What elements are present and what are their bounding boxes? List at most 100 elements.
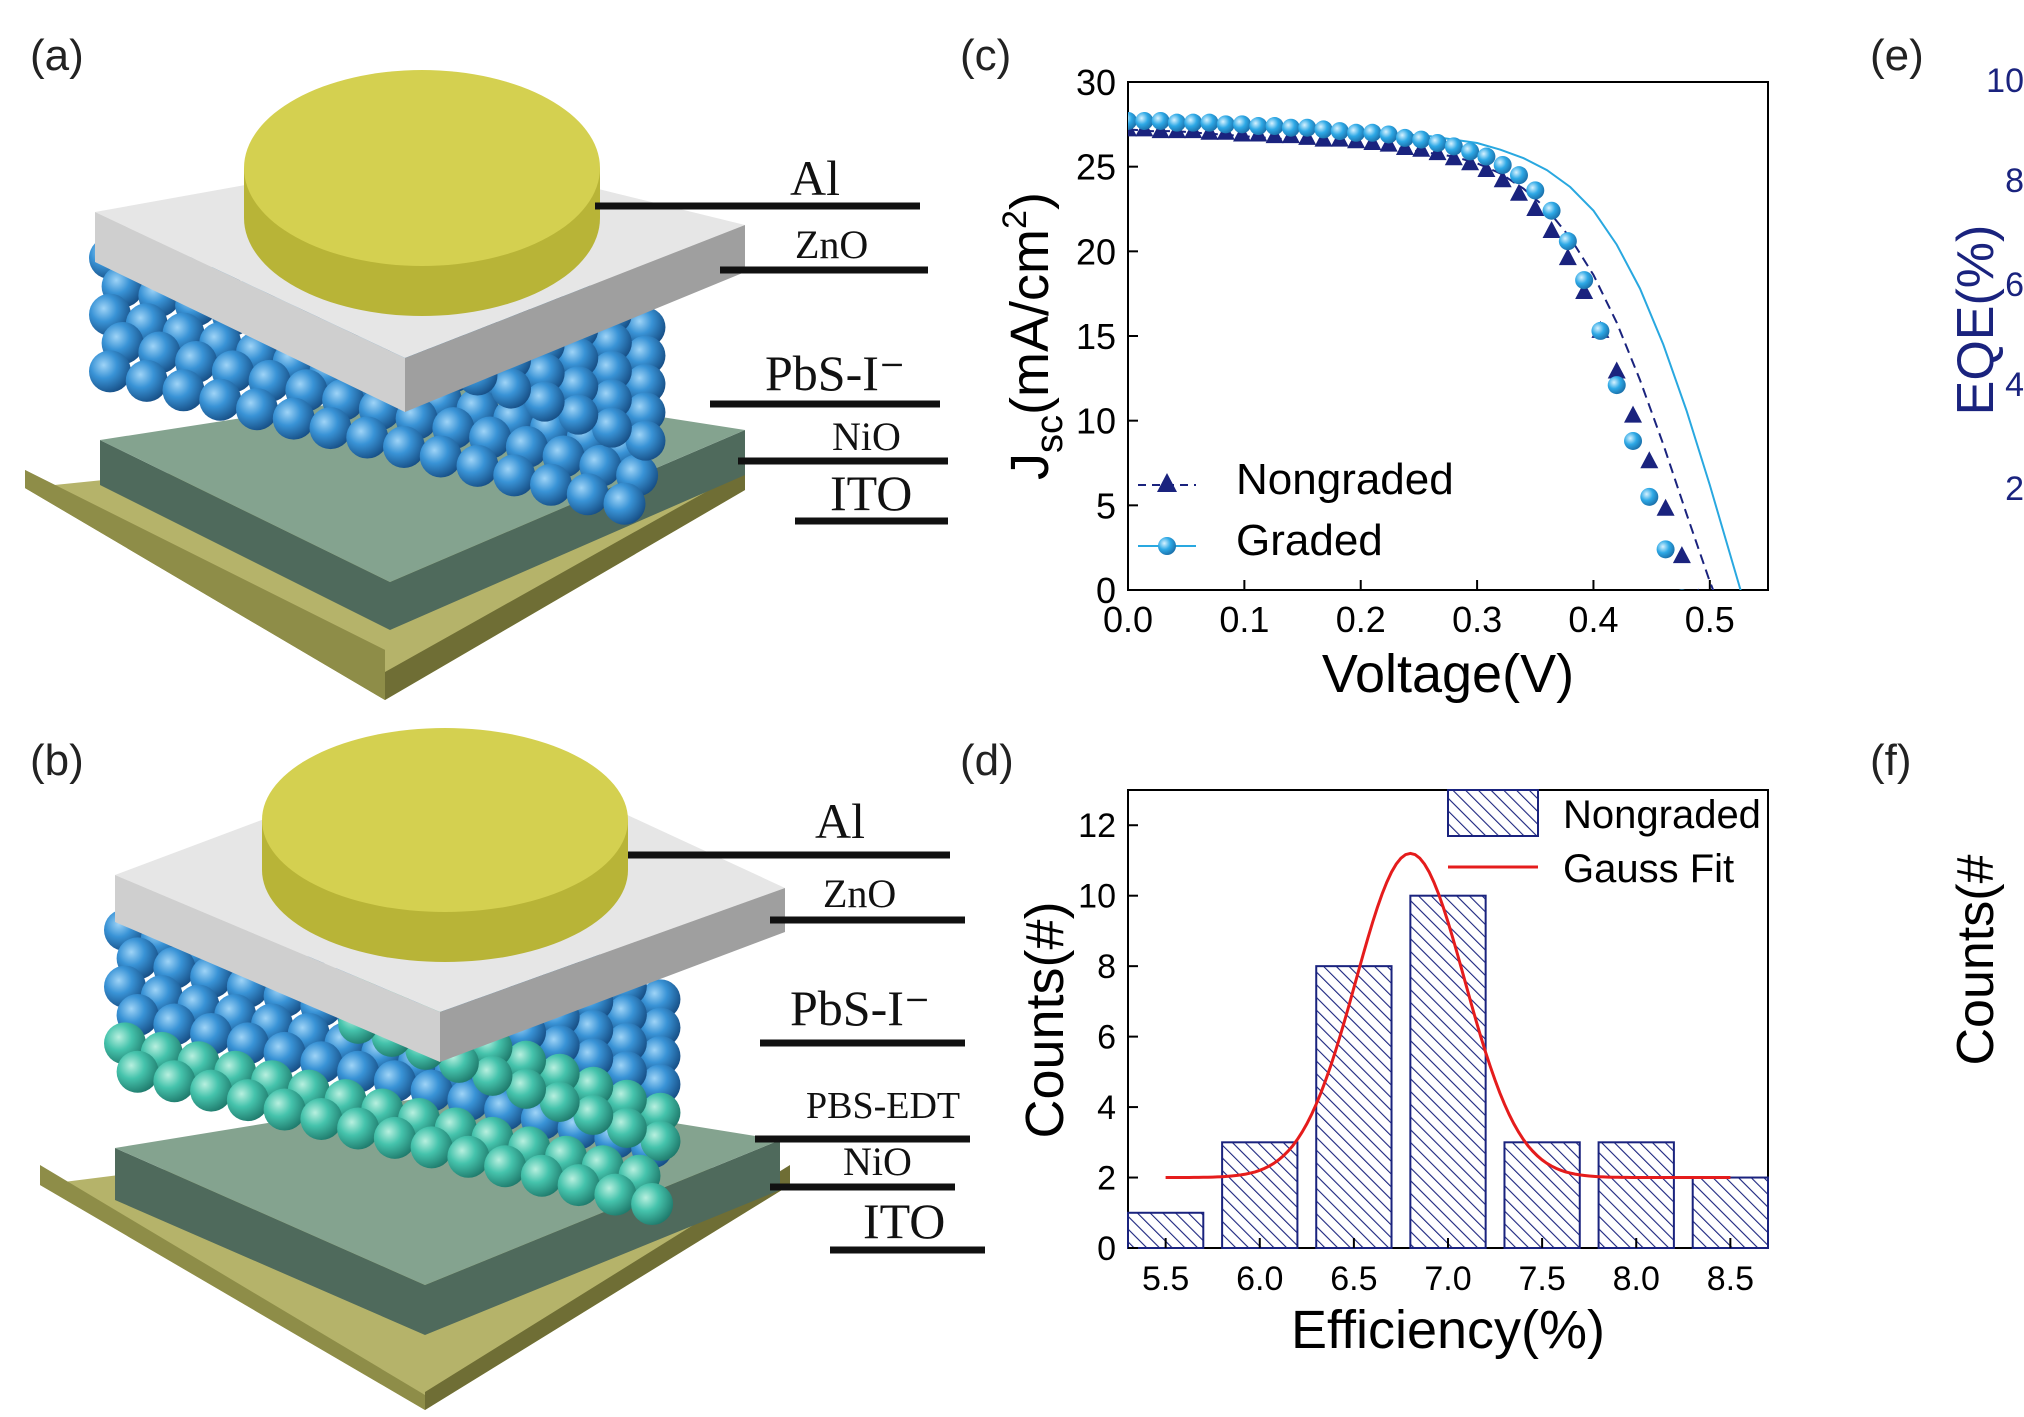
data-point-graded (1624, 431, 1643, 450)
pbs-edt-dot (640, 1121, 681, 1162)
ito-substrate-left (40, 1165, 425, 1410)
pbs-edt-dot (190, 1069, 233, 1112)
pbs-edt-dot (520, 1154, 563, 1197)
data-point-graded (1184, 113, 1203, 132)
x-tick-label: 5.5 (1142, 1260, 1189, 1298)
x-tick-label: 8.0 (1613, 1260, 1660, 1298)
layer-label-pbs: PbS-I⁻ (790, 980, 930, 1036)
pbs-dot (493, 454, 536, 497)
y-tick-label: 0 (1097, 1230, 1116, 1268)
pbs-edt-dot (153, 1060, 196, 1103)
pbs-dot (558, 338, 599, 378)
counts-chart-partial: Counts(# (1947, 854, 2005, 1065)
legend: Nongraded Gauss Fit (1447, 789, 1761, 891)
x-axis-label: Efficiency(%) (1291, 1300, 1605, 1360)
x-tick-label: 0.4 (1568, 599, 1618, 640)
pbs-dot (591, 379, 632, 420)
pbs-dot (236, 388, 278, 431)
data-point-graded (1265, 117, 1284, 136)
data-point-nongraded (1624, 405, 1643, 423)
data-point-nongraded (1444, 148, 1463, 166)
data-point-nongraded (1558, 248, 1577, 266)
pbs-edt-dot (573, 1095, 614, 1135)
y-tick-label: 8 (2005, 162, 2024, 200)
y-tick-label: 8 (1097, 948, 1116, 986)
x-tick-label: 0.2 (1336, 599, 1386, 640)
x-axis-label: Voltage(V) (1322, 644, 1574, 704)
y-axis-label: Counts(# (1947, 854, 2005, 1065)
histogram-bar (1597, 1141, 1675, 1250)
y-axis-label: Jsc(mA/cm2) (996, 192, 1071, 480)
pbs-dot (272, 397, 315, 440)
data-point-nongraded (1542, 221, 1561, 239)
pbs-dot (640, 1064, 681, 1105)
pbs-edt-dot (337, 1107, 380, 1150)
layer-label-al: Al (815, 793, 865, 849)
y-tick-label: 2 (2005, 470, 2024, 508)
pbs-dot (640, 1036, 681, 1076)
legend-label-gauss: Gauss Fit (1563, 847, 1734, 891)
layer-label-nio: NiO (832, 414, 901, 459)
ito-substrate-left (25, 470, 385, 700)
pbs-dot (558, 366, 599, 407)
data-point-graded (1542, 201, 1561, 220)
data-point-graded (1128, 111, 1137, 130)
data-point-graded (1656, 540, 1675, 559)
pbs-dot (573, 1038, 614, 1079)
pbs-edt-dot (631, 1183, 674, 1226)
pbs-edt-dot (539, 1082, 580, 1122)
data-point-nongraded (1477, 160, 1496, 178)
pbs-dot (346, 416, 389, 459)
pbs-edt-dot (606, 1079, 647, 1120)
legend-marker-nongraded (1157, 473, 1177, 492)
data-point-nongraded (1672, 546, 1691, 564)
pbs-dot (625, 335, 666, 376)
y-tick-label: 12 (1078, 807, 1116, 845)
data-point-graded (1281, 118, 1300, 137)
ito-substrate-right (385, 470, 745, 700)
data-point-nongraded (1640, 451, 1659, 469)
y-tick-label: 25 (1076, 147, 1116, 188)
histogram-bar (1221, 1141, 1299, 1250)
pbs-dot (162, 369, 205, 412)
pbs-dot (573, 1010, 614, 1050)
panel-label-d: (d) (960, 736, 1014, 785)
pbs-dot (539, 1025, 580, 1066)
pbs-dot (625, 307, 666, 348)
x-tick-label: 6.5 (1330, 1260, 1377, 1298)
pbs-dot (558, 394, 599, 435)
data-point-graded (1314, 120, 1333, 139)
panel-label-f: (f) (1870, 736, 1912, 785)
pbs-dot (606, 994, 647, 1035)
x-tick-label: 7.0 (1424, 1260, 1471, 1298)
data-point-nongraded (1461, 153, 1480, 171)
data-point-graded (1640, 487, 1659, 506)
data-point-nongraded (1526, 199, 1545, 216)
layer-label-nio: NiO (843, 1139, 912, 1184)
al-electrode (244, 70, 600, 266)
panel-label-b: (b) (30, 736, 84, 785)
layer-label-ito: ITO (863, 1193, 945, 1249)
pbs-edt-dot (573, 1066, 614, 1107)
data-point-graded (1444, 137, 1463, 156)
data-point-graded (1591, 321, 1610, 340)
data-point-nongraded (1509, 183, 1528, 201)
legend-label-graded: Graded (1236, 516, 1383, 565)
data-point-nongraded (1607, 361, 1626, 379)
y-tick-label: 2 (1097, 1160, 1116, 1198)
data-point-graded (1379, 125, 1398, 144)
histogram-bar (1315, 965, 1393, 1250)
al-electrode (262, 728, 628, 912)
pbs-dot (625, 364, 666, 404)
y-tick-label: 20 (1076, 231, 1116, 272)
pbs-dot (591, 407, 632, 448)
layer-label-pbs: PbS-I⁻ (765, 345, 905, 401)
pbs-edt-dot (640, 1092, 681, 1133)
data-point-graded (1526, 181, 1545, 200)
pbs-dot (606, 1023, 647, 1063)
y-tick-label: 10 (1076, 401, 1116, 442)
y-tick-label: 4 (1097, 1089, 1116, 1127)
panel-label-c: (c) (960, 31, 1011, 80)
